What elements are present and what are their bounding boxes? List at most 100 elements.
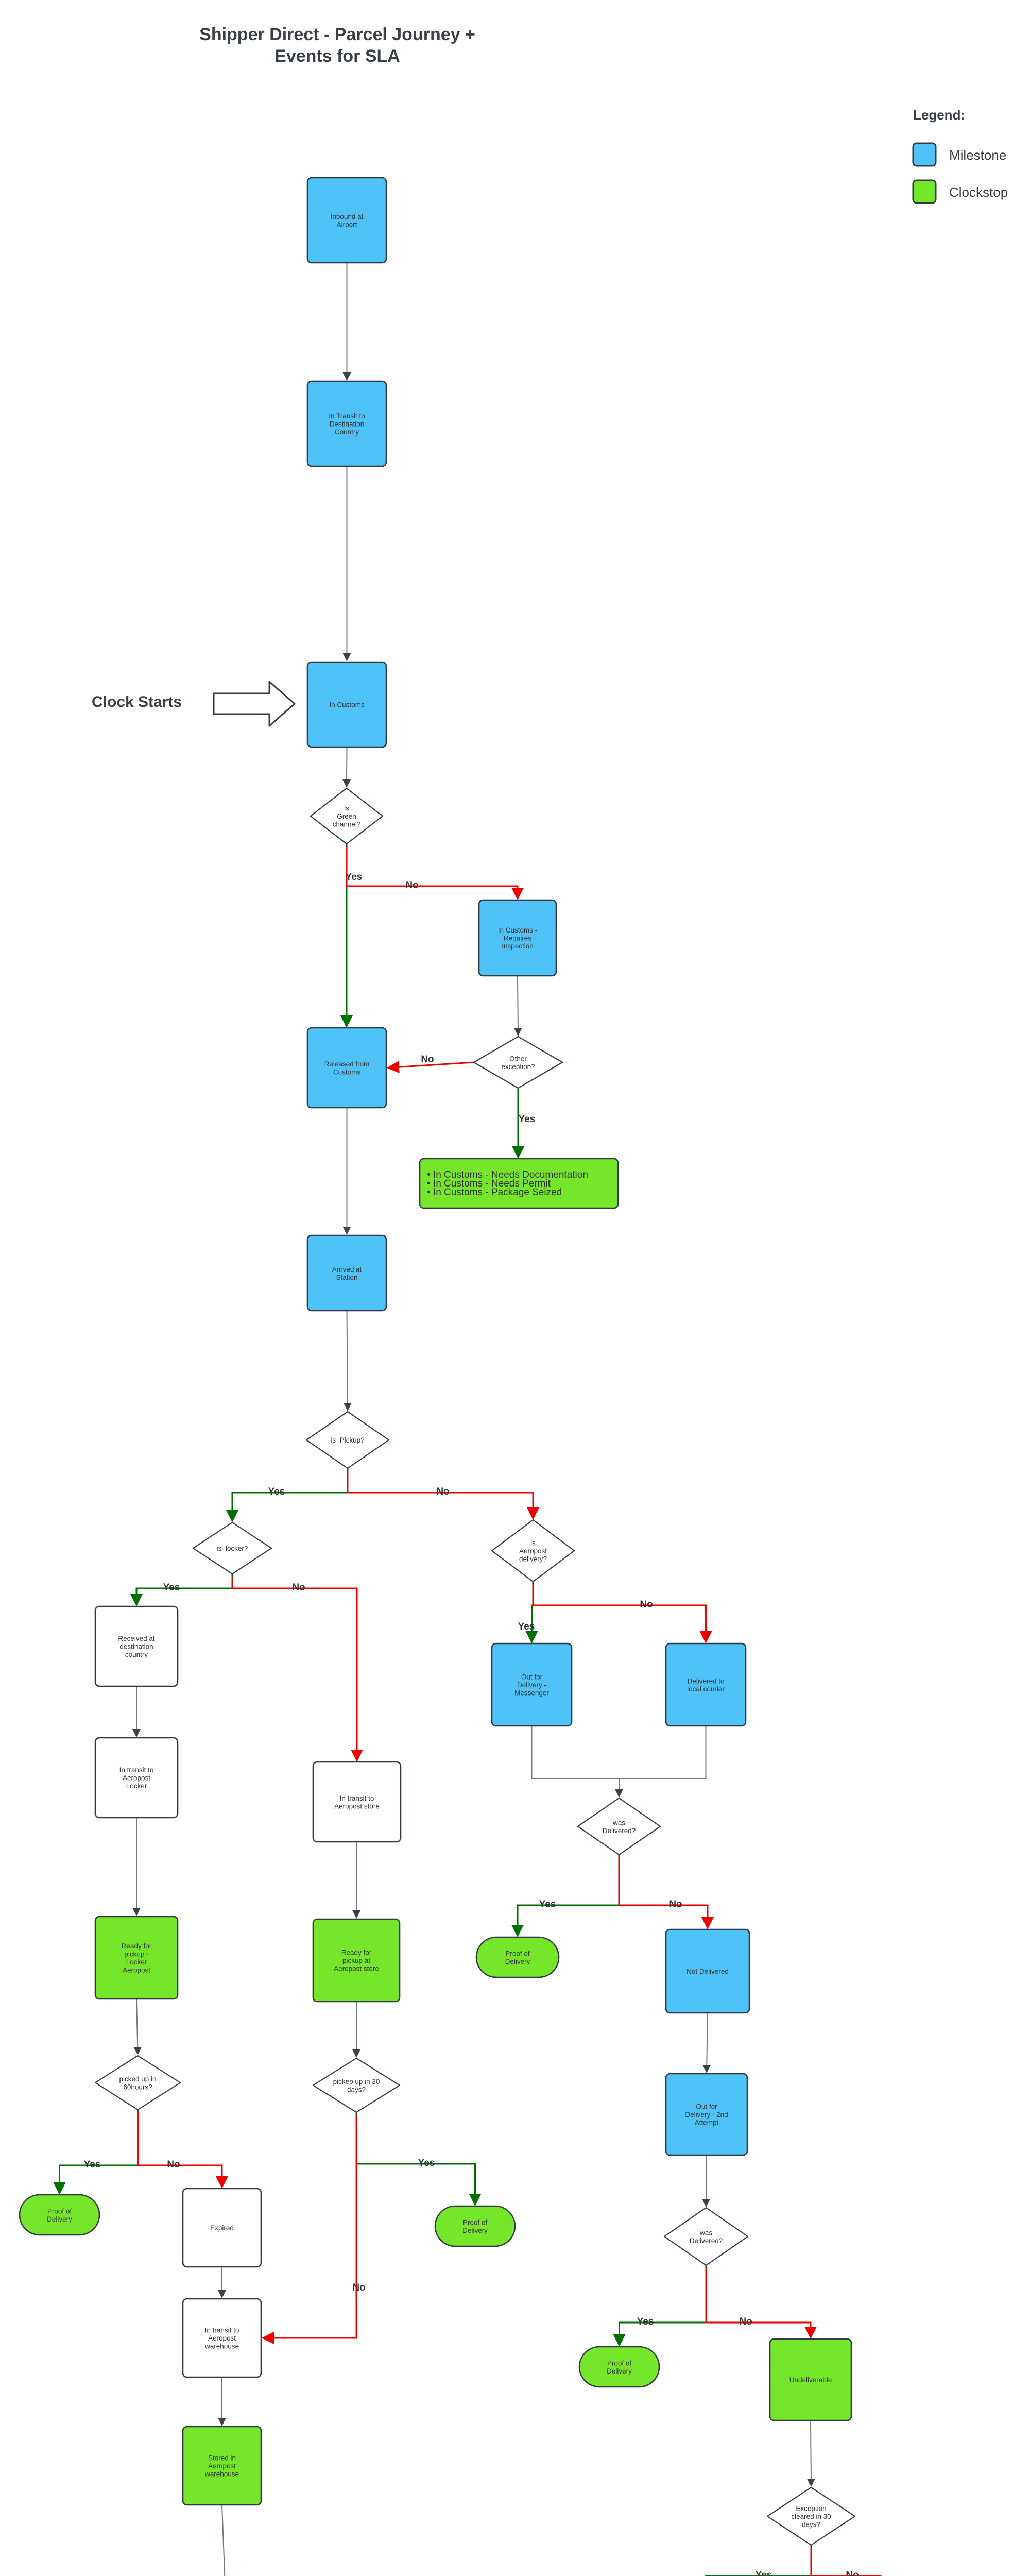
edge-label-yes: Yes — [756, 2570, 772, 2576]
node-label-line: Aeropost — [123, 1966, 150, 1974]
node-undeliverable[interactable]: Undeliverable — [769, 2338, 852, 2421]
edge-out_2nd-to-was_delivered_2 — [702, 2155, 711, 2207]
edge-label-yes: Yes — [519, 1114, 536, 1125]
node-label-line: local courier — [687, 1685, 725, 1693]
node-shape-rect — [182, 2298, 262, 2378]
node-label-line: Delivery — [47, 2215, 72, 2223]
node-label-line: days? — [802, 2521, 820, 2529]
edge-label-no: No — [739, 2316, 752, 2327]
node-customs-list[interactable]: • In Customs - Needs Documentation• In C… — [419, 1158, 619, 1209]
node-in-customs[interactable]: In Customs — [306, 661, 387, 748]
edge-label-no: No — [292, 1582, 305, 1593]
node-expired[interactable]: Expired — [182, 2188, 262, 2268]
node-shape-rect — [94, 1737, 179, 1819]
edge-label-yes: Yes — [268, 1486, 285, 1497]
node-shape-diamond — [473, 1036, 563, 1089]
node-shape-diamond — [491, 1519, 575, 1583]
node-label-line: cleared in 30 — [791, 2513, 831, 2520]
node-label-line: days? — [347, 2086, 366, 2093]
node-label-line: In transit to — [119, 1766, 154, 1774]
edge-label-no: No — [167, 2159, 180, 2170]
edge-picked-60h-yes — [53, 2110, 139, 2195]
page-title: Shipper Direct - Parcel Journey + Events… — [199, 25, 475, 66]
node-label-line: Other — [509, 1055, 527, 1062]
node-shape-diamond — [94, 2055, 181, 2111]
bullet-item: • In Customs - Needs Documentation — [427, 1170, 588, 1180]
page-title-line1: Shipper Direct - Parcel Journey + — [199, 25, 475, 44]
node-label-line: Proof of — [47, 2207, 72, 2215]
node-shape-rect — [182, 2426, 262, 2506]
node-shape-rect — [665, 1928, 750, 2014]
node-shape-rect — [306, 177, 387, 264]
node-shape-pill — [475, 1936, 560, 1978]
node-label-line: Exception — [796, 2505, 826, 2513]
edge-transit_store-to-ready_store — [352, 1841, 361, 1919]
node-not-delivered[interactable]: Not Delivered — [665, 1928, 750, 2014]
edge-label-no: No — [436, 1486, 449, 1497]
node-label-line: In Customs - — [498, 926, 538, 934]
node-label-line: Stored in — [208, 2454, 236, 2462]
edge-arrived_station-to-is_pickup — [343, 1310, 352, 1411]
node-shape-rect — [312, 1761, 402, 1843]
node-label-line: Locker — [126, 1958, 147, 1966]
node-shape-rect — [491, 1642, 573, 1727]
bullet-item: • In Customs - Needs Permit — [427, 1178, 551, 1189]
node-shape-diamond — [577, 1797, 661, 1856]
legend-heading: Legend: — [913, 107, 965, 123]
node-label-line: Delivery — [505, 1958, 530, 1965]
edge-picked-30d-no — [262, 2115, 357, 2344]
node-label-line: Aeropost — [123, 1774, 150, 1782]
node-label-line: Airport — [337, 221, 357, 228]
node-label-line: Proof of — [505, 1950, 530, 1957]
node-label-line: Aeropost store — [334, 1802, 380, 1810]
edge-local-courier-to-was-delivered — [619, 1726, 707, 1779]
node-label-line: Delivered? — [603, 1827, 636, 1835]
node-label-line: Received at — [118, 1635, 155, 1642]
edge-label-no: No — [846, 2570, 859, 2576]
legend-label-clockstop: Clockstop — [949, 184, 1008, 200]
legend-swatch-milestone — [912, 142, 937, 167]
node-label-line: Aeropost — [208, 2334, 236, 2342]
edge-other-exception-no — [387, 1061, 474, 1074]
node-label-line: is — [344, 805, 349, 812]
node-label-line: warehouse — [204, 2470, 239, 2478]
edge-out-messenger-to-was-delivered — [531, 1726, 623, 1798]
node-is-pickup[interactable]: is_Pickup? — [305, 1411, 390, 1469]
node-label-line: Released from — [324, 1060, 370, 1068]
node-label-line: Expired — [210, 2224, 234, 2232]
node-label-line: Aeropost — [208, 2462, 236, 2470]
node-shape-rect — [306, 380, 387, 467]
edge-green-channel-no — [346, 846, 524, 900]
node-shape-rect — [665, 2073, 748, 2156]
node-label-line: is_Pickup? — [331, 1436, 364, 1444]
node-label-line: channel? — [333, 821, 361, 828]
node-is-locker[interactable]: is_locker? — [192, 1521, 272, 1575]
